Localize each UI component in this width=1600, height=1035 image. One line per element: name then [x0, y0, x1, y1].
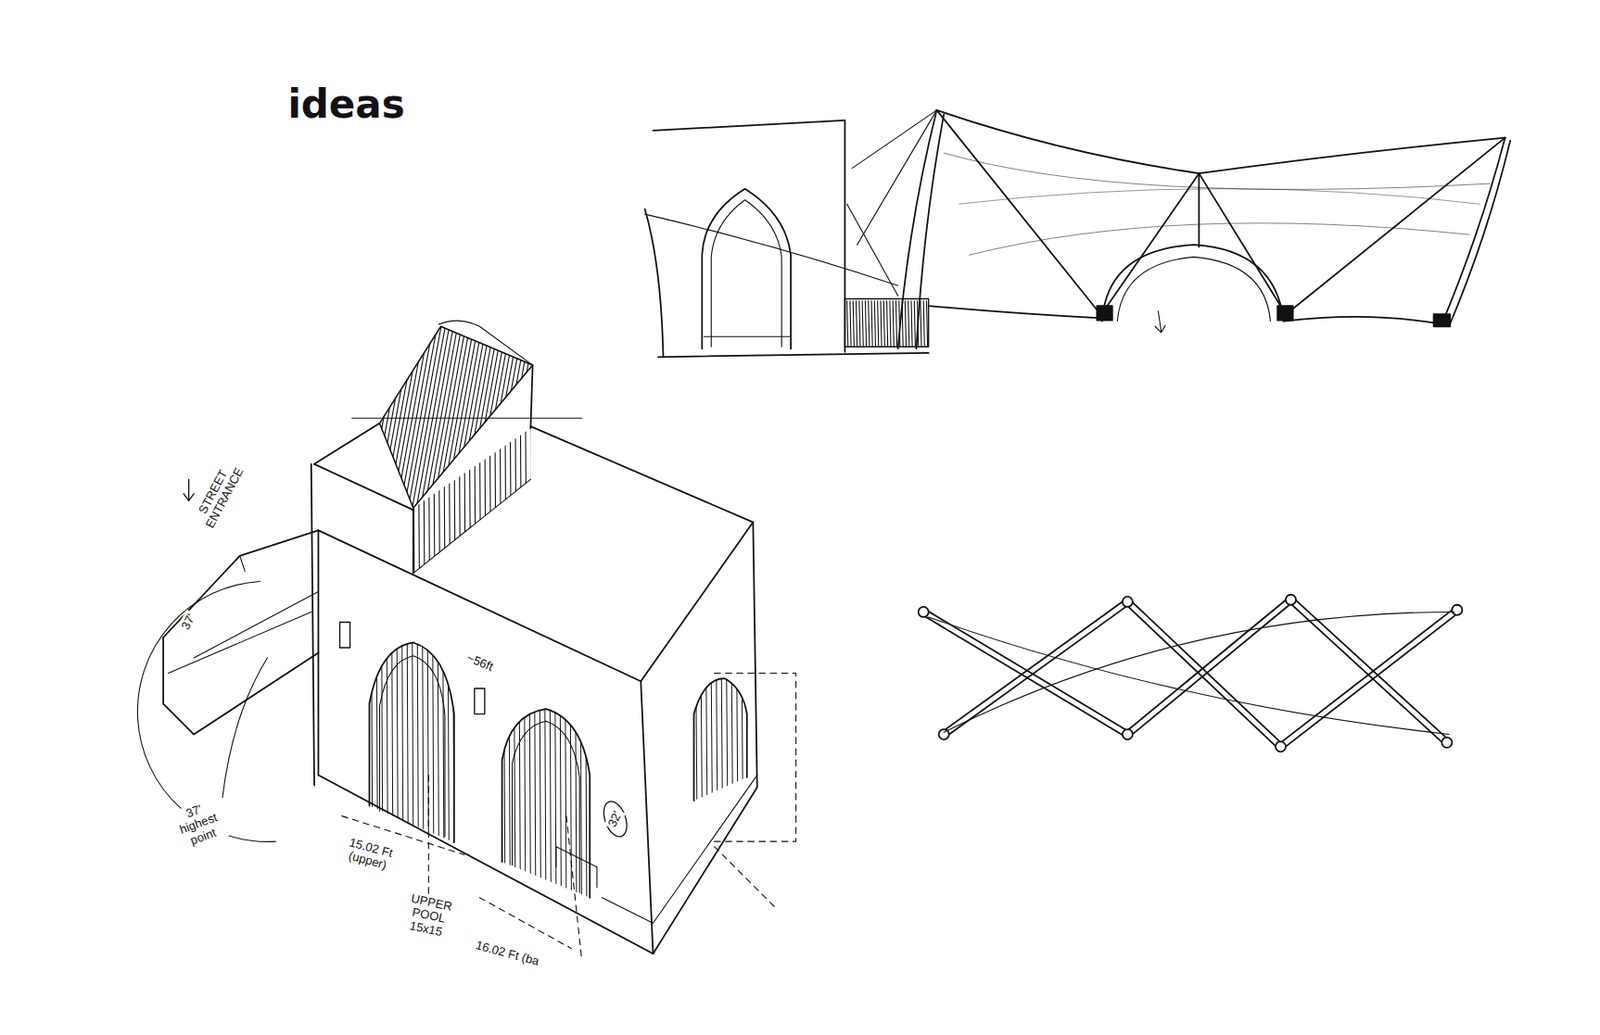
page-title: ideas: [287, 81, 405, 127]
sketch-annotation: 37' highest point: [164, 794, 235, 854]
sketch-annotation: 15.02 Ft (upper): [327, 830, 413, 879]
scissor-sketch: [918, 595, 1463, 753]
sketch-annotation: UPPER POOL 15x15: [397, 889, 460, 942]
building-sketch: [137, 305, 796, 959]
sketch-annotation: ~56ft: [462, 650, 497, 677]
sketch-annotation: 16.02 Ft (ba: [466, 936, 548, 972]
sketch-annotation: STREET ENTRANCE: [189, 455, 250, 535]
sketch-annotation: 37': [177, 609, 201, 635]
tent-sketch: [645, 110, 1511, 357]
